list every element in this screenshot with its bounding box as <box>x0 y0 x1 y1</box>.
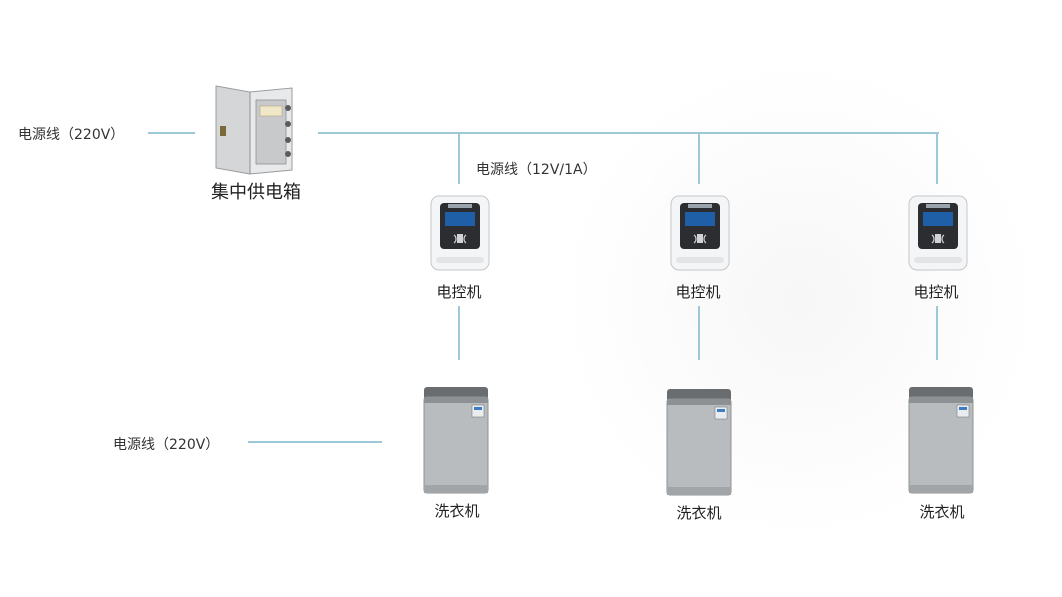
washer-label-2: 洗衣机 <box>676 504 722 522</box>
controller-label-1: 电控机 <box>436 283 482 301</box>
controller-washer-wire-2 <box>698 306 700 360</box>
controller-label-3: 电控机 <box>913 283 959 301</box>
mains-line-top-label: 电源线（220V） <box>18 127 125 143</box>
washer-image-1 <box>423 387 489 494</box>
washer-label-1: 洗衣机 <box>434 502 480 520</box>
low-voltage-line-label: 电源线（12V/1A） <box>476 162 597 178</box>
controller-washer-wire-3 <box>936 306 938 360</box>
washer-image-3 <box>908 387 974 494</box>
controller-image-2 <box>670 195 730 271</box>
mains-input-wire <box>148 132 195 134</box>
mains-line-bottom-label: 电源线（220V） <box>113 437 220 453</box>
controller-washer-wire-1 <box>458 306 460 360</box>
power-box-image <box>215 85 293 175</box>
controller-image-3 <box>908 195 968 271</box>
washer-image-2 <box>666 389 732 496</box>
controller-image-1 <box>430 195 490 271</box>
drop-wire-3 <box>936 132 938 184</box>
mains-washer-wire <box>248 441 382 443</box>
controller-label-2: 电控机 <box>675 283 721 301</box>
low-voltage-bus-wire <box>318 132 939 134</box>
power-box-label: 集中供电箱 <box>211 182 301 203</box>
drop-wire-1 <box>458 132 460 184</box>
drop-wire-2 <box>698 132 700 184</box>
washer-label-3: 洗衣机 <box>919 503 965 521</box>
